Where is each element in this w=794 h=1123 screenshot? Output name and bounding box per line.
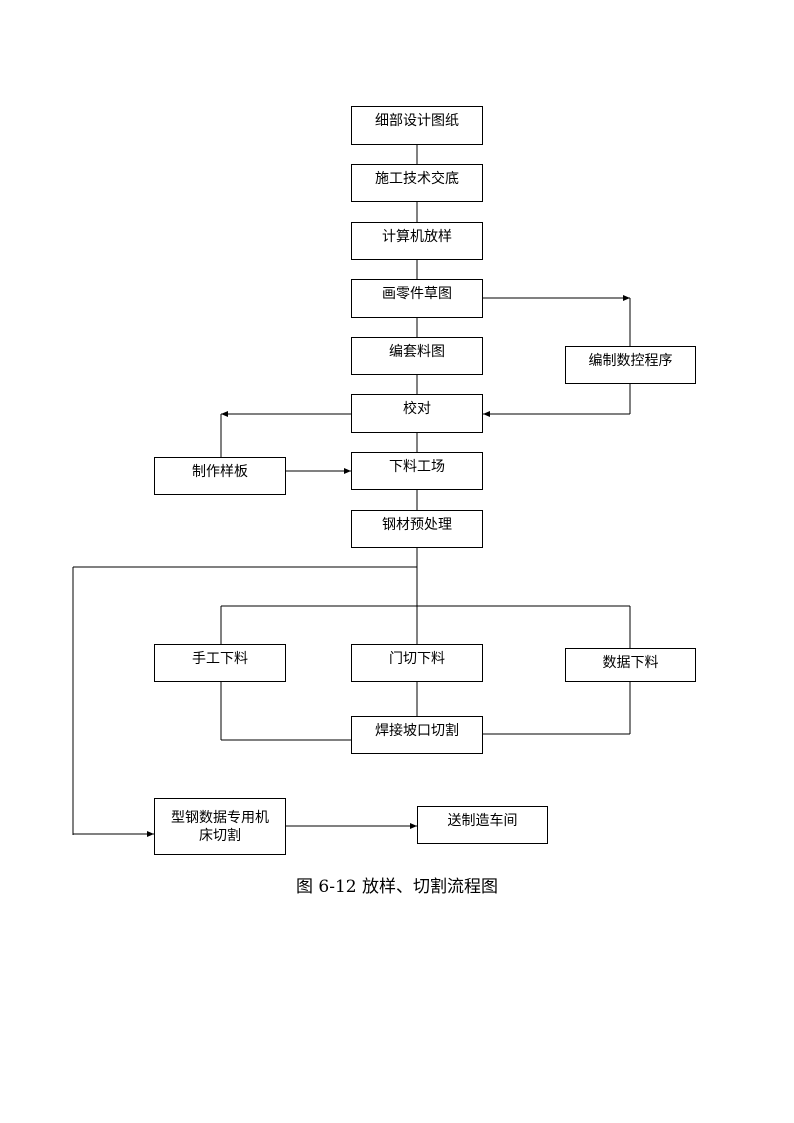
node-make-template: 制作样板: [154, 457, 286, 495]
node-nc-cutting: 数据下料: [565, 648, 696, 682]
node-send-to-workshop: 送制造车间: [417, 806, 548, 844]
node-make-template-label: 制作样板: [192, 464, 248, 480]
node-section-steel-nc-cutting: 型钢数据专用机床切割: [154, 798, 286, 855]
figure-caption: 图 6-12 放样、切割流程图: [296, 877, 498, 897]
node-steel-pretreatment-label: 钢材预处理: [382, 517, 452, 533]
node-nc-programming: 编制数控程序: [565, 346, 696, 384]
node-gantry-cutting: 门切下料: [351, 644, 483, 682]
node-steel-pretreatment: 钢材预处理: [351, 510, 483, 548]
node-section-steel-nc-cutting-label: 型钢数据专用机床切割: [171, 809, 269, 844]
node-weld-bevel-cutting: 焊接坡口切割: [351, 716, 483, 754]
node-check-label: 校对: [403, 401, 431, 417]
node-manual-cutting-label: 手工下料: [192, 651, 248, 667]
node-tech-briefing: 施工技术交底: [351, 164, 483, 202]
node-gantry-cutting-label: 门切下料: [389, 651, 445, 667]
node-send-to-workshop-label: 送制造车间: [447, 813, 518, 829]
node-nesting-drawing: 编套料图: [351, 337, 483, 375]
node-parts-sketch-label: 画零件草图: [382, 286, 452, 302]
node-tech-briefing-label: 施工技术交底: [375, 171, 459, 187]
node-nesting-drawing-label: 编套料图: [389, 344, 445, 360]
node-parts-sketch: 画零件草图: [351, 279, 483, 318]
node-cutting-yard-label: 下料工场: [389, 459, 445, 475]
node-detail-design-label: 细部设计图纸: [375, 113, 459, 129]
node-weld-bevel-cutting-label: 焊接坡口切割: [375, 723, 459, 739]
node-manual-cutting: 手工下料: [154, 644, 286, 682]
node-computer-lofting: 计算机放样: [351, 222, 483, 260]
node-check: 校对: [351, 394, 483, 433]
node-nc-programming-label: 编制数控程序: [588, 353, 673, 369]
node-nc-cutting-label: 数据下料: [602, 655, 659, 671]
node-computer-lofting-label: 计算机放样: [382, 229, 452, 245]
node-detail-design: 细部设计图纸: [351, 106, 483, 145]
node-cutting-yard: 下料工场: [351, 452, 483, 490]
